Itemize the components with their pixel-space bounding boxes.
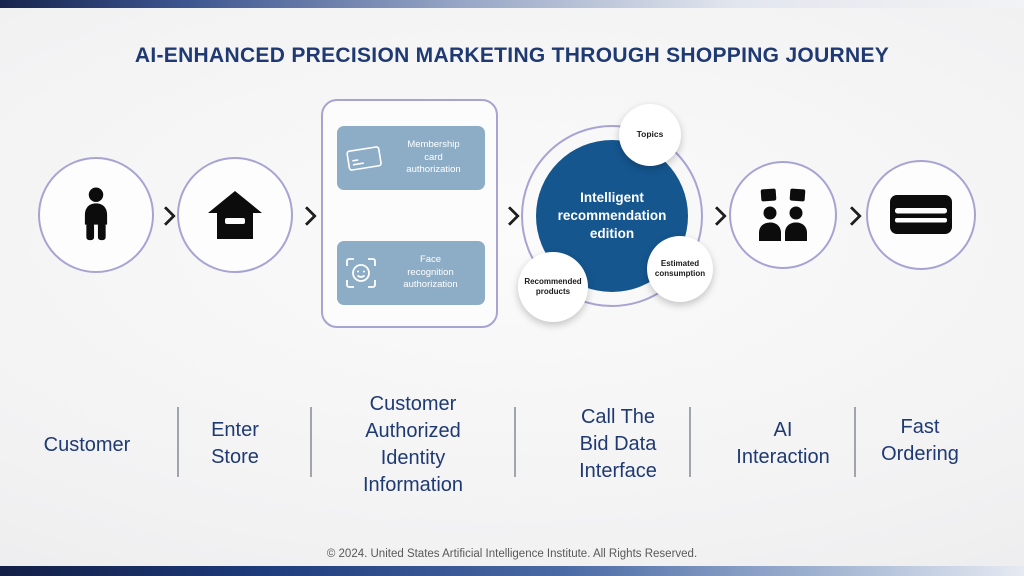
topics-label: Topics	[636, 129, 664, 140]
divider	[854, 407, 856, 477]
page-title: AI-ENHANCED PRECISION MARKETING THROUGH …	[134, 44, 890, 67]
people-chat-icon	[759, 188, 807, 241]
topics-bubble: Topics	[619, 104, 681, 166]
arrow-icon	[500, 206, 520, 226]
recommendation-ring	[521, 125, 703, 307]
stage-label-ai-interaction: AI Interaction	[736, 419, 830, 468]
recommended-products-label: Recommended products	[524, 276, 582, 296]
arrow-icon	[707, 206, 727, 226]
bottom-accent-bar	[0, 566, 1024, 576]
ai-interaction-node	[729, 161, 837, 269]
house-icon	[208, 191, 262, 239]
footer-copyright: © 2024. United States Artificial Intelli…	[326, 548, 698, 560]
stage-label-identity: Customer Authorized Identity Information	[362, 393, 464, 496]
enter-store-node	[177, 157, 293, 273]
divider	[310, 407, 312, 477]
person-icon	[84, 187, 108, 241]
arrow-icon	[297, 206, 317, 226]
estimated-consumption-label: Estimated consumption	[654, 258, 706, 278]
face-recognition-icon	[346, 258, 376, 288]
divider	[514, 407, 516, 477]
identity-auth-panel: Membership card authorization Face recog…	[321, 99, 498, 328]
top-accent-bar	[0, 0, 1024, 8]
face-recognition-auth-card: Face recognition authorization	[337, 241, 485, 305]
arrow-icon	[842, 206, 862, 226]
arrow-icon	[156, 206, 176, 226]
membership-card-icon	[346, 146, 382, 171]
customer-node	[38, 157, 154, 273]
recommendation-core-label: Intelligent recommendation edition	[557, 189, 667, 242]
stage-label-big-data: Call The Bid Data Interface	[579, 406, 657, 482]
stage-label-fast-ordering: Fast Ordering	[881, 416, 959, 465]
divider	[689, 407, 691, 477]
fast-ordering-node	[866, 160, 976, 270]
face-recognition-auth-label: Face recognition authorization	[403, 254, 458, 291]
credit-card-icon	[890, 195, 952, 234]
recommended-products-bubble: Recommended products	[518, 252, 588, 322]
estimated-consumption-bubble: Estimated consumption	[647, 236, 713, 302]
membership-card-auth-card: Membership card authorization	[337, 126, 485, 190]
membership-card-auth-label: Membership card authorization	[406, 139, 461, 176]
stage-label-enter-store: Enter Store	[211, 419, 259, 468]
divider	[177, 407, 179, 477]
stage-label-customer: Customer	[43, 434, 131, 456]
